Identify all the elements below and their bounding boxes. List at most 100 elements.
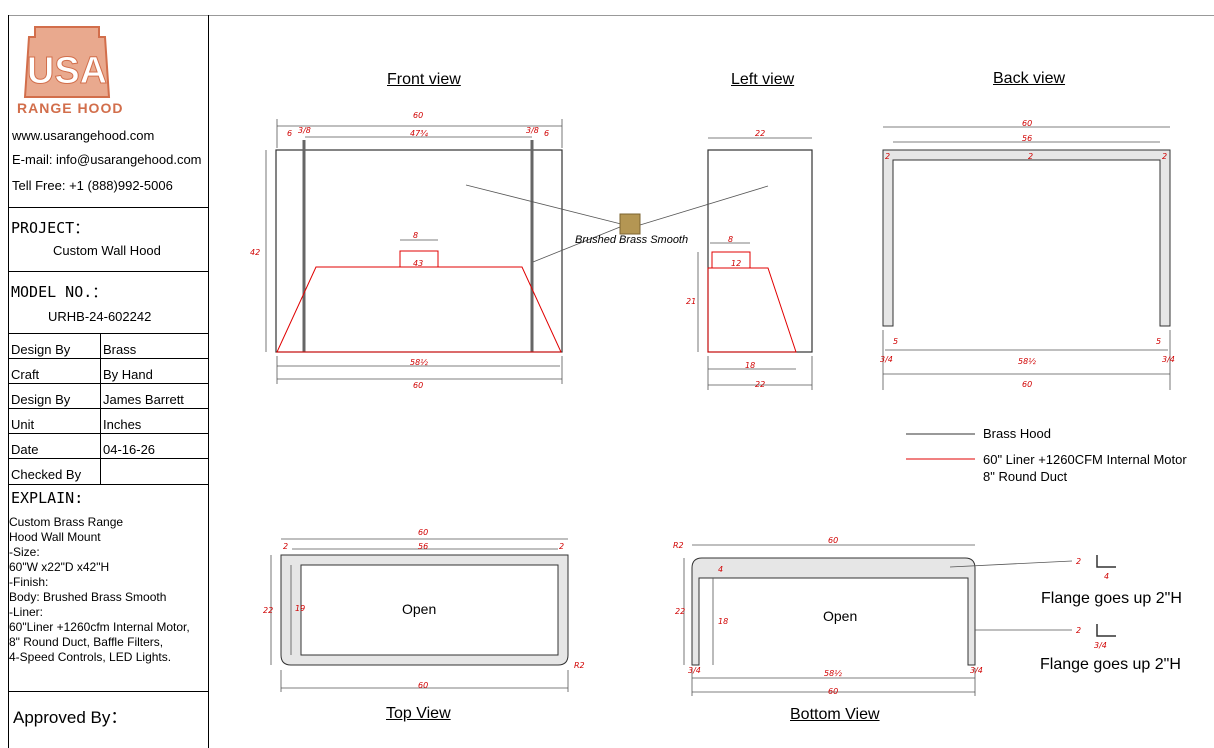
legend-liner: 60" Liner +1260CFM Internal Motor — [983, 452, 1187, 467]
explain-line: -Liner: — [9, 605, 44, 619]
dim-label: 5 — [1156, 337, 1161, 346]
explain-line: Custom Brass Range — [9, 515, 124, 529]
website[interactable]: www.usarangehood.com — [12, 128, 155, 143]
left-view-title: Left view — [731, 71, 795, 88]
divider — [9, 333, 208, 334]
dim-label: 12 — [731, 259, 741, 268]
explain-heading: EXPLAIN: — [11, 489, 84, 507]
divider — [9, 484, 208, 485]
divider — [9, 207, 208, 208]
dim-label: 18 — [718, 617, 728, 626]
spec-value: James Barrett — [103, 392, 184, 407]
dim-label: 19 — [295, 604, 305, 613]
dim-label: 58½ — [410, 358, 428, 367]
logo-mark: USA — [23, 26, 111, 98]
back-view-title: Back view — [993, 70, 1066, 87]
dim-label: 2 — [559, 542, 564, 551]
approved-by: Approved By： — [13, 708, 128, 727]
explain-text: Custom Brass Range Hood Wall Mount -Size… — [9, 515, 190, 665]
dim-label: 60 — [418, 528, 428, 537]
divider — [9, 383, 208, 384]
top-open-label: Open — [402, 601, 437, 617]
legend-brass-hood: Brass Hood — [983, 426, 1051, 441]
divider — [9, 408, 208, 409]
explain-line: -Size: — [9, 545, 40, 559]
dim-label: 60 — [1022, 380, 1032, 389]
dim-label: 60 — [1022, 119, 1032, 128]
email[interactable]: E-mail: info@usarangehood.com — [12, 152, 202, 167]
spec-value: Inches — [103, 417, 142, 432]
dim-label: 18 — [745, 361, 755, 370]
dim-label: 47¾ — [410, 129, 428, 138]
project-value: Custom Wall Hood — [53, 243, 161, 258]
bottom-open-label: Open — [823, 608, 858, 624]
phone: Tell Free: +1 (888)992-5006 — [12, 178, 173, 193]
dim-label: 3/8 — [526, 126, 539, 135]
front-view-title: Front view — [387, 71, 461, 88]
model-heading: MODEL NO.： — [11, 283, 108, 301]
spec-label: Unit — [11, 417, 35, 432]
dim-label: 58½ — [824, 669, 842, 678]
dim-label: 3/4 — [1162, 355, 1175, 364]
project-heading: PROJECT： — [11, 219, 90, 237]
divider — [9, 458, 208, 459]
logo-name: RANGE HOOD — [17, 100, 124, 116]
dim-label: 3/8 — [298, 126, 311, 135]
dim-label: 3/4 — [1094, 641, 1107, 650]
dim-label: 2 — [1076, 557, 1081, 566]
dim-label: 2 — [885, 152, 890, 161]
dim-label: 3/4 — [880, 355, 893, 364]
dim-label: 8 — [728, 235, 733, 244]
spec-label: Craft — [11, 367, 40, 382]
dim-label: R2 — [673, 541, 684, 550]
explain-line: Hood Wall Mount — [9, 530, 101, 544]
dim-label: 4 — [1104, 572, 1109, 581]
bottom-view-title: Bottom View — [790, 706, 880, 723]
dim-label: 43 — [413, 259, 423, 268]
dim-label: 22 — [755, 380, 765, 389]
flange-note: Flange goes up 2"H — [1041, 590, 1182, 607]
dim-label: 60 — [413, 381, 423, 390]
dim-label: 6 — [287, 129, 292, 138]
dim-label: 60 — [828, 687, 838, 696]
spec-label: Design By — [11, 342, 71, 357]
spec-value: 04-16-26 — [103, 442, 156, 457]
dim-label: 42 — [250, 248, 260, 257]
logo-letters: USA — [27, 50, 107, 92]
divider — [9, 358, 208, 359]
explain-line: 4-Speed Controls, LED Lights. — [9, 650, 172, 664]
explain-line: -Finish: — [9, 575, 49, 589]
dim-label: 8 — [413, 231, 418, 240]
dim-label: 60 — [418, 681, 428, 690]
dim-label: 4 — [718, 565, 723, 574]
dim-label: 2 — [283, 542, 288, 551]
spec-label: Date — [11, 442, 39, 457]
flange-note: Flange goes up 2"H — [1040, 656, 1181, 673]
spec-value: By Hand — [103, 367, 153, 382]
dim-label: R2 — [574, 661, 585, 670]
dim-label: 3/4 — [970, 666, 983, 675]
dim-label: 60 — [828, 536, 838, 545]
explain-line: Body: Brushed Brass Smooth — [9, 590, 167, 604]
divider — [9, 691, 208, 692]
spec-value: Brass — [103, 342, 137, 357]
dim-label: 2 — [1076, 626, 1081, 635]
dim-label: 56 — [1022, 134, 1032, 143]
dim-label: 2 — [1162, 152, 1167, 161]
divider — [9, 271, 208, 272]
finish-callout: Brushed Brass Smooth — [575, 234, 689, 246]
legend-liner-duct: 8" Round Duct — [983, 469, 1068, 484]
dim-label: 22 — [263, 606, 273, 615]
dim-label: 3/4 — [688, 666, 701, 675]
spec-label: Design By — [11, 392, 71, 407]
dim-label: 2 — [1028, 152, 1033, 161]
sheet-top-border — [8, 15, 1214, 16]
divider — [9, 433, 208, 434]
explain-line: 60"Liner +1260cfm Internal Motor, — [9, 620, 190, 634]
explain-line: 60"W x22"D x42"H — [9, 560, 110, 574]
dim-label: 22 — [675, 607, 685, 616]
dim-label: 58½ — [1018, 357, 1036, 366]
dim-label: 60 — [413, 111, 423, 120]
